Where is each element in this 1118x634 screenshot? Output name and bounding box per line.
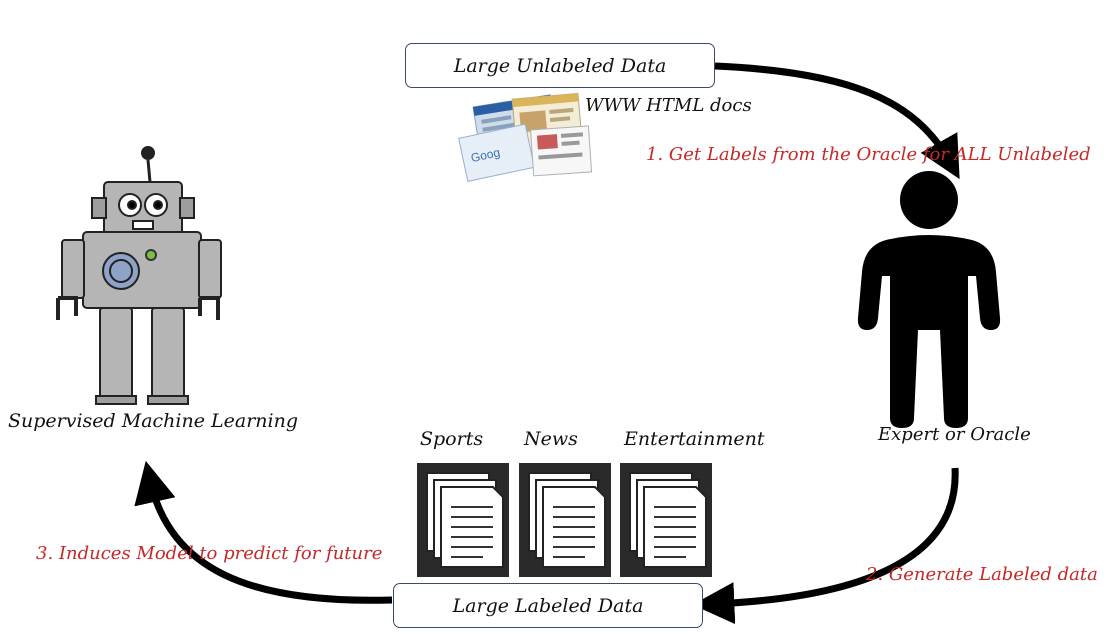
labeled-data-label: Large Labeled Data <box>452 594 644 617</box>
web-pages-icon: Goog <box>458 92 593 182</box>
person-icon <box>857 171 1001 428</box>
document-stack-icon <box>417 463 509 577</box>
svg-text:Goog: Goog <box>470 145 502 165</box>
category-label-news: News <box>524 428 578 450</box>
step-1-label: 1. Get Labels from the Oracle for ALL Un… <box>646 144 1091 165</box>
labeled-data-box: Large Labeled Data <box>393 583 703 628</box>
oracle-label: Expert or Oracle <box>878 424 1031 445</box>
robot-icon <box>56 146 222 405</box>
supervised-ml-label: Supervised Machine Learning <box>8 410 298 432</box>
arrow-to-oracle <box>714 62 960 180</box>
step-3-label: 3. Induces Model to predict for future <box>36 543 383 564</box>
step-2-label: 2. Generate Labeled data <box>866 564 1098 585</box>
document-stack-icon <box>620 463 712 577</box>
category-label-entertainment: Entertainment <box>624 428 765 450</box>
unlabeled-data-label: Large Unlabeled Data <box>453 54 667 77</box>
document-stack-icon <box>519 463 611 577</box>
category-label-sports: Sports <box>420 428 484 450</box>
arrow-to-supervised-ml <box>134 460 393 604</box>
unlabeled-data-box: Large Unlabeled Data <box>405 43 715 88</box>
html-docs-label: WWW HTML docs <box>585 95 752 116</box>
arrow-to-labeled-data <box>692 467 959 625</box>
